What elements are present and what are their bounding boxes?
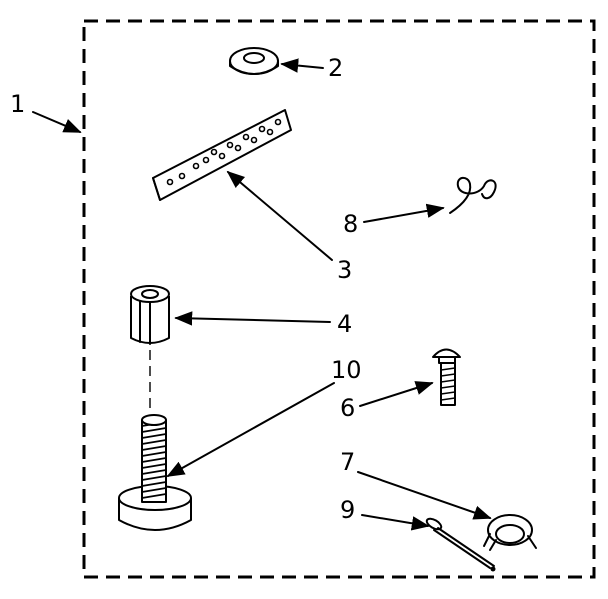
callout-6: 6 (340, 394, 355, 422)
callout-8: 8 (343, 210, 358, 238)
washer-part (229, 47, 279, 75)
s-clip-part (449, 176, 497, 214)
callout-10: 10 (331, 356, 362, 384)
callout-9: 9 (340, 496, 355, 524)
callout-2: 2 (328, 54, 343, 82)
cotter-pin-part (425, 517, 496, 572)
callout-7: 7 (340, 448, 355, 476)
bracket-holes (166, 118, 282, 186)
callout-4: 4 (337, 310, 352, 338)
leveling-leg-part (118, 414, 192, 531)
bracket-strip-part (152, 109, 292, 201)
callout-1: 1 (10, 90, 25, 118)
kit-boundary (82, 19, 596, 579)
leader-lines (32, 58, 492, 531)
callout-3: 3 (337, 256, 352, 284)
callout-labels: 1 2 3 4 6 7 8 9 10 (10, 54, 362, 524)
carriage-bolt-part (432, 348, 461, 406)
hose-clamp-part (483, 514, 537, 551)
coupling-nut-part (130, 285, 170, 345)
